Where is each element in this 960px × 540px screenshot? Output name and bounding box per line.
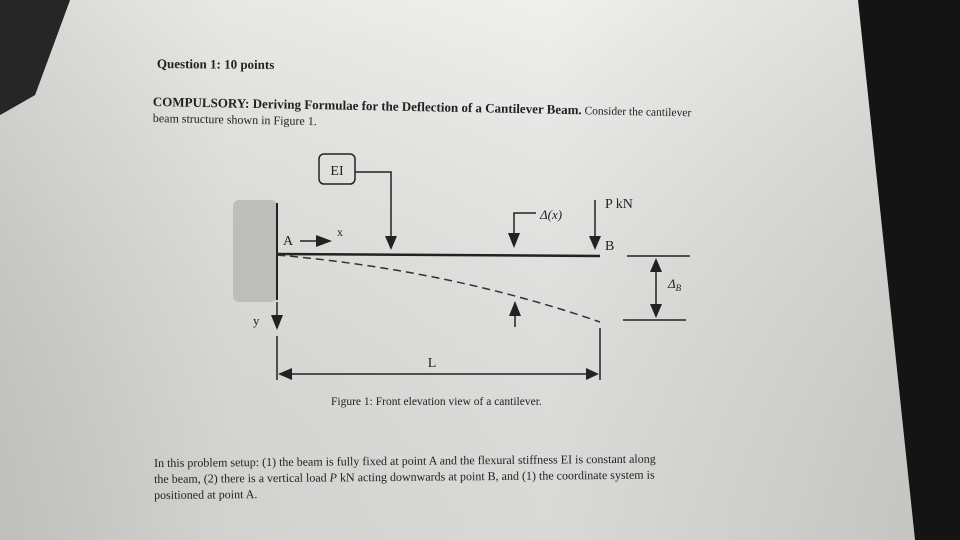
length-label: L	[428, 356, 437, 371]
length-arrowhead-left	[278, 368, 292, 380]
heading-line-2: beam structure shown in Figure 1.	[152, 111, 317, 129]
x-axis-label: x	[337, 225, 343, 239]
y-axis-label: y	[253, 313, 260, 328]
paragraph-line-3: positioned at point A.	[154, 487, 258, 502]
deflection-x-arrowhead	[508, 233, 520, 248]
delta-b-arrowhead-down	[650, 304, 662, 318]
ei-box	[318, 153, 356, 185]
paragraph-line-2-b: kN acting downwards at point B, and (1) …	[336, 467, 655, 485]
x-axis-arrowhead	[316, 235, 332, 247]
ei-label: EI	[330, 164, 344, 179]
ei-leader-arrowhead	[385, 236, 397, 250]
delta-b-arrowhead-up	[650, 258, 662, 272]
figure-caption: Figure 1: Front elevation view of a cant…	[331, 396, 542, 408]
point-a-label: A	[283, 234, 294, 249]
y-axis-arrowhead	[271, 315, 283, 330]
paragraph-line-2-a: the beam, (2) there is a vertical load	[154, 470, 330, 486]
deflected-shape	[276, 254, 601, 323]
load-label: P kN	[605, 197, 633, 212]
delta-b-subscript: B	[676, 283, 682, 293]
heading-rest: Consider the cantilever	[581, 105, 692, 120]
ei-leader-line	[355, 171, 392, 238]
deflection-x-label: Δ(x)	[539, 207, 562, 222]
load-arrowhead	[589, 236, 601, 250]
question-title: Question 1: 10 points	[156, 56, 275, 73]
deflection-up-arrowhead	[509, 301, 521, 316]
length-arrowhead-right	[586, 368, 599, 380]
deflection-x-leader	[513, 212, 536, 235]
delta-b-label: ΔB	[667, 276, 682, 293]
point-b-label: B	[605, 239, 614, 254]
fixed-support-wall	[233, 200, 277, 302]
beam	[276, 252, 601, 258]
paragraph-line-2: the beam, (2) there is a vertical load P…	[154, 468, 655, 487]
paragraph-line-2-p: P	[329, 470, 338, 485]
